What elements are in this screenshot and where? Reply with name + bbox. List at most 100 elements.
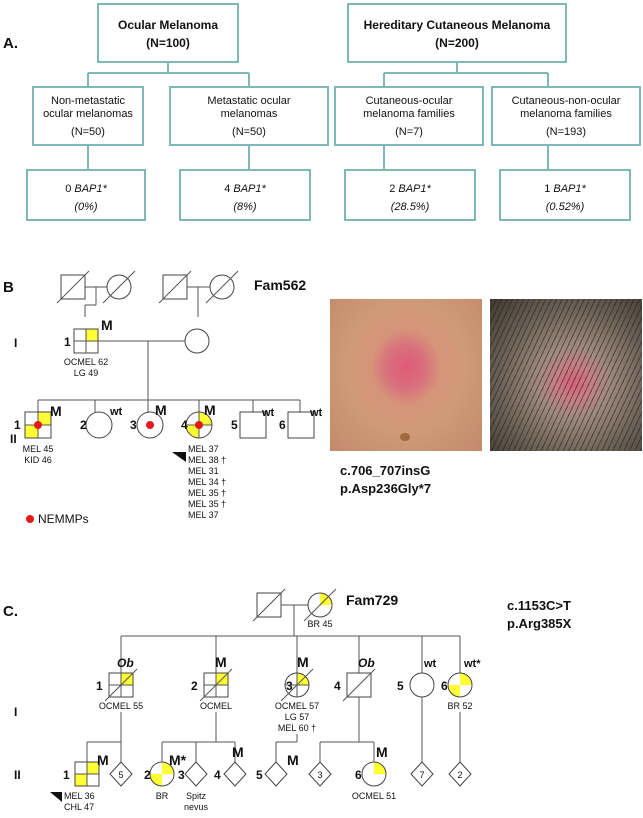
- group-1-line1: Non-metastatic: [51, 95, 125, 107]
- fam729-ii5-status: M: [287, 752, 299, 768]
- fam729-i1-status: Ob: [117, 656, 134, 670]
- fam729-ii1-note2: CHL 47: [64, 802, 94, 812]
- fam729-i6-note: BR 52: [447, 701, 472, 711]
- result-4-count: 1 BAP1*: [544, 183, 586, 195]
- fam562-mutation-protein: p.Asp236Gly*7: [340, 481, 431, 496]
- fam729-ii1-note1: MEL 36: [64, 791, 95, 801]
- fam562-ii1-status: M: [50, 403, 62, 419]
- group-1-line2: ocular melanomas: [43, 108, 133, 120]
- fam729-label: Fam729: [346, 592, 398, 608]
- fam729-ii3-diamond: [184, 761, 208, 787]
- fam562-gen-i: I: [14, 336, 17, 350]
- fam562-ii6-status: wt: [309, 407, 323, 419]
- fam729-i5-number: 5: [397, 679, 404, 693]
- fam562-i1-note1: OCMEL 62: [64, 357, 108, 367]
- result-2-count: 4 BAP1*: [224, 183, 266, 195]
- result-box-2: [179, 169, 311, 221]
- fam729-ii-diamond-7: [410, 761, 434, 787]
- group-3-n: (N=7): [395, 126, 423, 138]
- fam729-i3-note1: OCMEL 57: [275, 701, 319, 711]
- ocular-n: (N=100): [146, 36, 190, 50]
- fam562-mutation-cdna: c.706_707insG: [340, 463, 430, 478]
- fam729-i2-note: OCMEL: [200, 701, 232, 711]
- result-3-gene: BAP1*: [398, 183, 431, 195]
- group-4-line2: melanoma families: [520, 108, 612, 120]
- fam729-ii1-number: 1: [63, 768, 70, 782]
- affected-quadrant: [86, 329, 98, 341]
- fam729-i2-status: M: [215, 654, 227, 670]
- fam729-ii6-number: 6: [355, 768, 362, 782]
- fam729-i3: [280, 668, 314, 702]
- lesion-photo-1: [330, 299, 482, 451]
- fam562-ii2-circle: [85, 411, 113, 439]
- fam562-ii3-status: M: [155, 402, 167, 418]
- fam562-ii3-number: 3: [130, 418, 137, 432]
- fam729-i6: [447, 672, 473, 698]
- panel-a-connectors: [87, 62, 549, 170]
- result-4-gene: BAP1*: [553, 183, 586, 195]
- group-box-1: [32, 86, 144, 146]
- result-2-gene: BAP1*: [233, 183, 266, 195]
- proband-arrow: [172, 452, 186, 462]
- panel-c-label: C.: [3, 603, 18, 620]
- fam562-ii2-number: 2: [80, 418, 87, 432]
- fam729-grandmother: [303, 588, 337, 622]
- proband-arrow: [50, 792, 62, 802]
- legend-dot: [26, 515, 34, 523]
- panel-b-label: B: [3, 279, 14, 296]
- fam729-ii5-diamond: [264, 761, 288, 787]
- fam562-ii6-number: 6: [279, 418, 286, 432]
- fam729-ii2: [149, 761, 175, 787]
- fam562-ii1: [24, 411, 52, 439]
- fam729-ii-diamond-3-count: 3: [317, 770, 322, 780]
- result-1-gene: BAP1*: [74, 183, 107, 195]
- fam729-ii-diamond-5: [109, 761, 133, 787]
- group-box-4: [491, 86, 641, 146]
- fam729-grandmother-note: BR 45: [307, 619, 332, 629]
- fam562-ii4-status: M: [204, 402, 216, 418]
- fam562-i1: [73, 328, 99, 354]
- fam729-ii1: [74, 761, 100, 787]
- ocular-melanoma-box: [97, 3, 239, 63]
- lesion-photo-2: [490, 299, 642, 451]
- fam729-i3-number: 3: [286, 679, 293, 693]
- fam729-i1-note: OCMEL 55: [99, 701, 143, 711]
- result-4-number: 1: [544, 183, 553, 195]
- fam729-i3-status: M: [297, 654, 309, 670]
- nevus-spot: [400, 433, 410, 441]
- fam729-ii4-status: M: [232, 744, 244, 760]
- hair-texture: [490, 299, 642, 451]
- fam729-ii4-number: 4: [214, 768, 221, 782]
- result-2-pct: (8%): [233, 201, 257, 213]
- fam562-ii4: [185, 411, 213, 439]
- fam729-i2-number: 2: [191, 679, 198, 693]
- fam562-ii2-status: wt: [109, 406, 123, 418]
- ocular-title: Ocular Melanoma: [118, 18, 218, 32]
- result-2-number: 4: [224, 183, 233, 195]
- group-box-3: [334, 86, 484, 146]
- fam562-i2-circle: [184, 328, 210, 354]
- fam562-ii4-note4: MEL 34 †: [188, 477, 226, 487]
- fam562-ii4-note5: MEL 35 †: [188, 488, 226, 498]
- fam562-ii4-note3: MEL 31: [188, 466, 219, 476]
- fam729-ii-diamond-7-count: 7: [419, 770, 424, 780]
- result-4-pct: (0.52%): [546, 201, 585, 213]
- fam729-ii3-note2: nevus: [184, 802, 209, 812]
- fam562-ii5-number: 5: [231, 418, 238, 432]
- fam729-ii6: [361, 761, 387, 787]
- fam729-mutation-cdna: c.1153C>T: [507, 598, 571, 613]
- fam729-i5-circle: [409, 672, 435, 698]
- group-4-n: (N=193): [546, 126, 586, 138]
- fam729-ii2-status: M*: [169, 752, 187, 768]
- fam562-ii4-note2: MEL 38 †: [188, 455, 226, 465]
- result-box-1: [26, 169, 146, 221]
- legend-label: NEMMPs: [38, 512, 89, 526]
- fam729-gen-i: I: [14, 705, 17, 719]
- fam729-gen-ii: II: [14, 768, 21, 782]
- fam562-label: Fam562: [254, 277, 306, 293]
- group-3-line2: melanoma families: [363, 108, 455, 120]
- hereditary-melanoma-box: [347, 3, 567, 63]
- fam729-i4-number: 4: [334, 679, 341, 693]
- fam562-ii1-note2: KID 46: [24, 455, 52, 465]
- result-1-pct: (0%): [74, 201, 98, 213]
